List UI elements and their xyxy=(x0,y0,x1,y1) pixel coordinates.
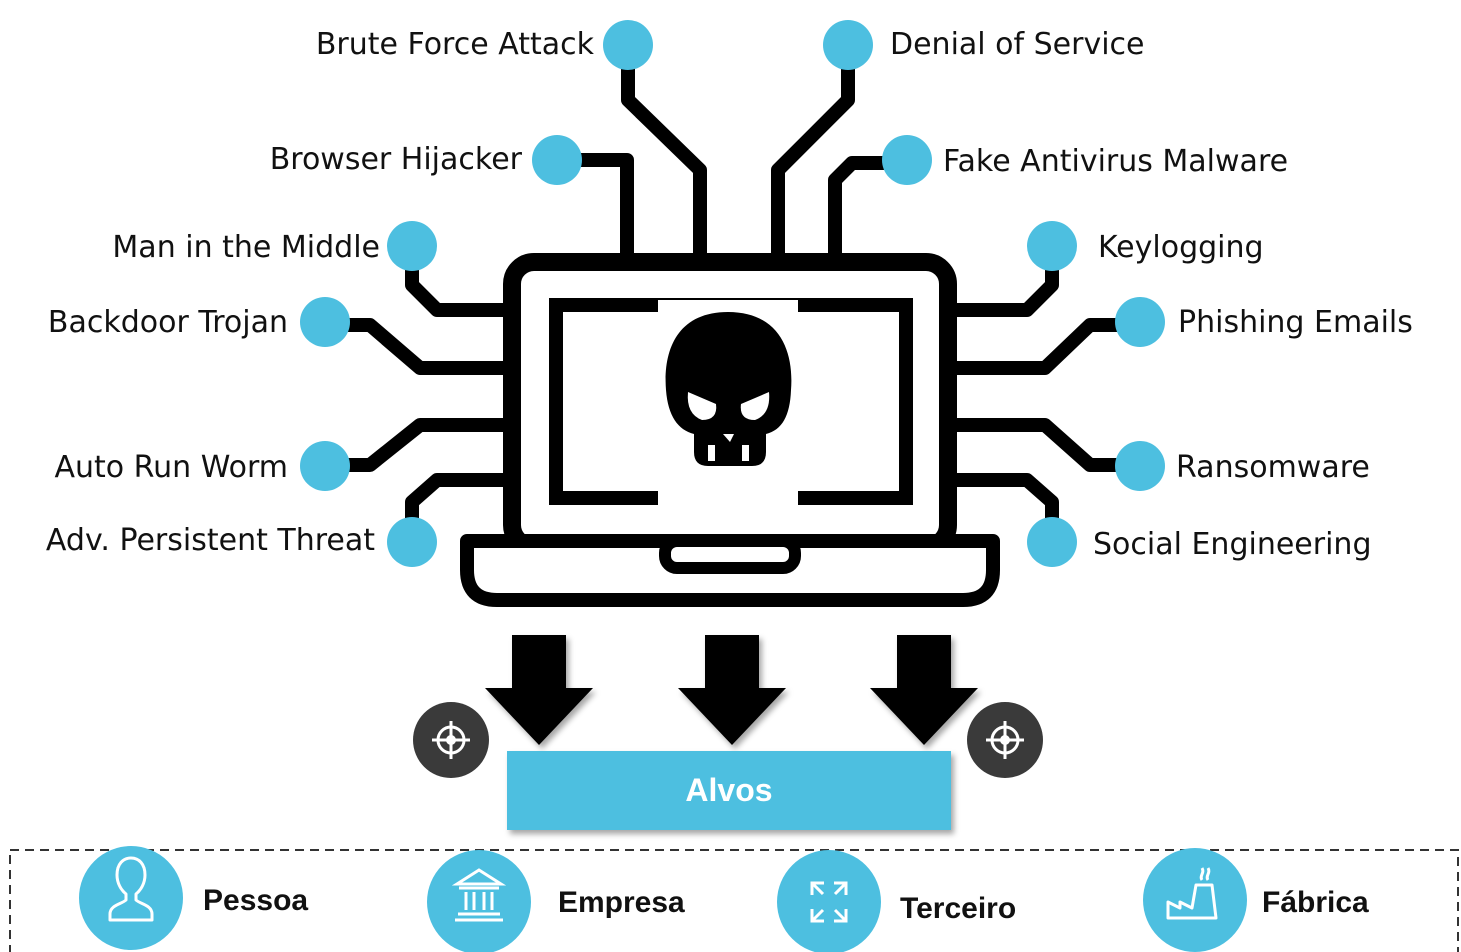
attack-label-ransomware: Ransomware xyxy=(1176,450,1370,485)
node-browser-hijacker xyxy=(532,135,582,185)
arrow-down-icon xyxy=(678,635,786,745)
target-label-person: Pessoa xyxy=(203,884,309,917)
bank-building-icon xyxy=(451,868,507,922)
attack-nodes xyxy=(300,20,1165,567)
factory-icon xyxy=(1166,867,1218,920)
target-third-party xyxy=(777,850,881,952)
target-label-factory: Fábrica xyxy=(1262,886,1369,919)
target-label-company: Empresa xyxy=(558,886,685,919)
node-fake-antivirus xyxy=(882,135,932,185)
node-social-engineering xyxy=(1027,517,1077,567)
expand-arrows-icon xyxy=(810,881,848,923)
arrow-down-icon xyxy=(870,635,978,745)
attack-label-man-in-the-middle: Man in the Middle xyxy=(112,230,380,265)
node-phishing-emails xyxy=(1115,297,1165,347)
skull-icon xyxy=(658,300,798,505)
attack-label-auto-run-worm: Auto Run Worm xyxy=(54,450,288,485)
node-ransomware xyxy=(1115,441,1165,491)
attack-label-browser-hijacker: Browser Hijacker xyxy=(269,142,522,177)
target-company xyxy=(427,850,531,952)
arrow-down-icon xyxy=(485,635,593,745)
node-apt xyxy=(387,517,437,567)
node-denial-of-service xyxy=(823,20,873,70)
targets-bar xyxy=(507,751,951,830)
person-icon xyxy=(108,856,154,922)
target-label-third-party: Terceiro xyxy=(900,892,1017,925)
crosshair-icon xyxy=(413,702,489,778)
attack-label-backdoor-trojan: Backdoor Trojan xyxy=(47,305,288,340)
target-factory xyxy=(1143,848,1247,952)
node-brute-force xyxy=(603,20,653,70)
down-arrows xyxy=(485,635,978,745)
attack-label-brute-force: Brute Force Attack xyxy=(315,27,594,62)
attack-label-social-engineering: Social Engineering xyxy=(1093,527,1372,562)
crosshair-icon xyxy=(967,702,1043,778)
node-man-in-the-middle xyxy=(387,221,437,271)
node-auto-run-worm xyxy=(300,441,350,491)
target-person xyxy=(79,846,183,950)
attack-label-denial-of-service: Denial of Service xyxy=(890,27,1145,62)
node-backdoor-trojan xyxy=(300,297,350,347)
attack-label-apt: Adv. Persistent Threat xyxy=(45,523,375,558)
attack-label-phishing-emails: Phishing Emails xyxy=(1178,305,1413,340)
attack-label-fake-antivirus: Fake Antivirus Malware xyxy=(943,144,1289,179)
node-keylogging xyxy=(1027,221,1077,271)
targets-group-box xyxy=(9,849,1459,952)
targets-title: Alvos xyxy=(685,772,773,808)
attack-label-keylogging: Keylogging xyxy=(1098,230,1264,265)
